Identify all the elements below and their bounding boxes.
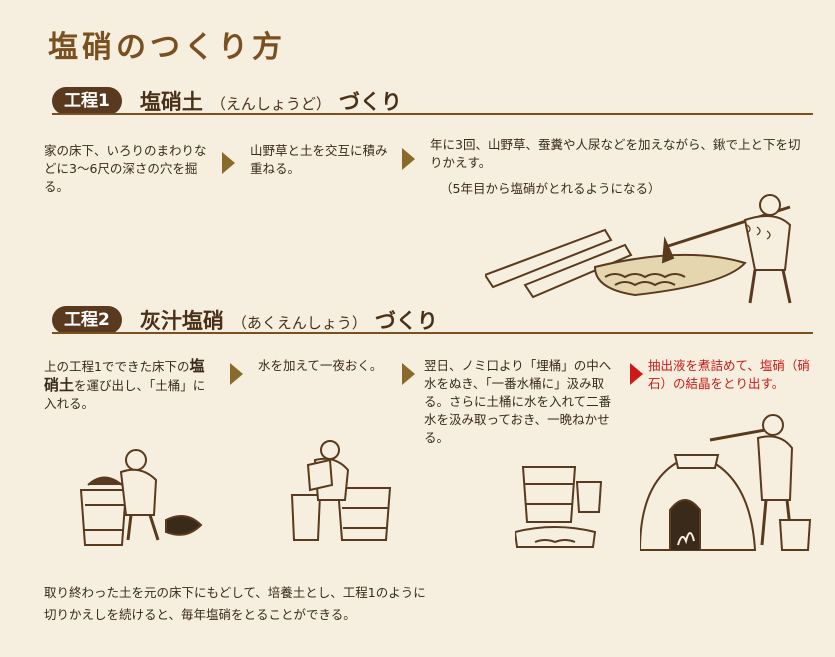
step1-text-2: 山野草と土を交互に積み重ねる。 <box>250 143 388 176</box>
step2-divider <box>52 332 813 334</box>
step2-title: 灰汁塩硝 （あくえんしょう） づくり <box>140 305 438 335</box>
step2-title-suffix: づくり <box>374 308 438 333</box>
step1-divider <box>52 113 813 115</box>
step2-title-main: 灰汁塩硝 <box>139 308 224 333</box>
step2-arrow-2 <box>402 363 415 385</box>
step2-arrow-1 <box>230 363 243 385</box>
step2-text-1-pre: 上の工程1でできた床下の <box>44 359 190 374</box>
step2-title-reading: （あくえんしょう） <box>231 314 367 332</box>
illustration-digging <box>485 194 792 304</box>
step1-title-reading: （えんしょうど） <box>210 95 331 113</box>
step2-text-1-post: を運び出し、「土桶」に入れる。 <box>44 378 206 411</box>
step1-text-1: 家の床下、いろりのまわりなどに3～6尺の深さの穴を掘る。 <box>44 143 207 194</box>
footer-note: 取り終わった土を元の床下にもどして、培養土とし、工程1のように 切りかえしを続け… <box>44 582 426 626</box>
illustration-furnace <box>640 414 812 551</box>
step2-text-4: 抽出液を煮詰めて、塩硝（硝石）の結晶をとり出す。 <box>648 358 810 391</box>
illustration-carrying-soil <box>79 449 203 546</box>
illustration-tubs <box>515 466 603 548</box>
step2-text-1-bold: 塩硝土 <box>44 357 205 394</box>
step1-title-main: 塩硝土 <box>139 89 203 114</box>
step2-text-1: 上の工程1でできた床下の塩硝土を運び出し、「土桶」に入れる。 <box>44 357 216 413</box>
step1-arrow-2 <box>402 148 415 170</box>
step2-text-2: 水を加えて一夜おく。 <box>258 358 383 373</box>
step2-header: 工程2 灰汁塩硝 （あくえんしょう） づくり <box>52 305 438 335</box>
step1-title-suffix: づくり <box>338 89 402 114</box>
step1-text-3: 年に3回、山野草、蚕糞や人尿などを加えながら、鍬で上と下を切りかえす。 <box>430 137 801 170</box>
step2-text-3: 翌日、ノミ口より「埋桶」の中へ水をぬき、「一番水桶に」汲み取る。さらに土桶に水を… <box>424 358 612 445</box>
page-title: 塩硝のつくり方 <box>48 30 286 65</box>
illustration-adding-water <box>290 440 392 541</box>
step1-header: 工程1 塩硝土 （えんしょうど） づくり <box>52 86 402 116</box>
footer-line-2: 切りかえしを続けると、毎年塩硝をとることができる。 <box>44 607 356 622</box>
step2-badge: 工程2 <box>52 306 122 334</box>
footer-line-1: 取り終わった土を元の床下にもどして、培養土とし、工程1のように <box>44 585 426 600</box>
step1-note: （5年目から塩硝がとれるようになる） <box>440 181 661 196</box>
step1-arrow-1 <box>222 152 235 174</box>
step1-badge: 工程1 <box>52 87 122 115</box>
step1-title: 塩硝土 （えんしょうど） づくり <box>140 86 402 116</box>
step2-arrow-3 <box>630 363 643 385</box>
